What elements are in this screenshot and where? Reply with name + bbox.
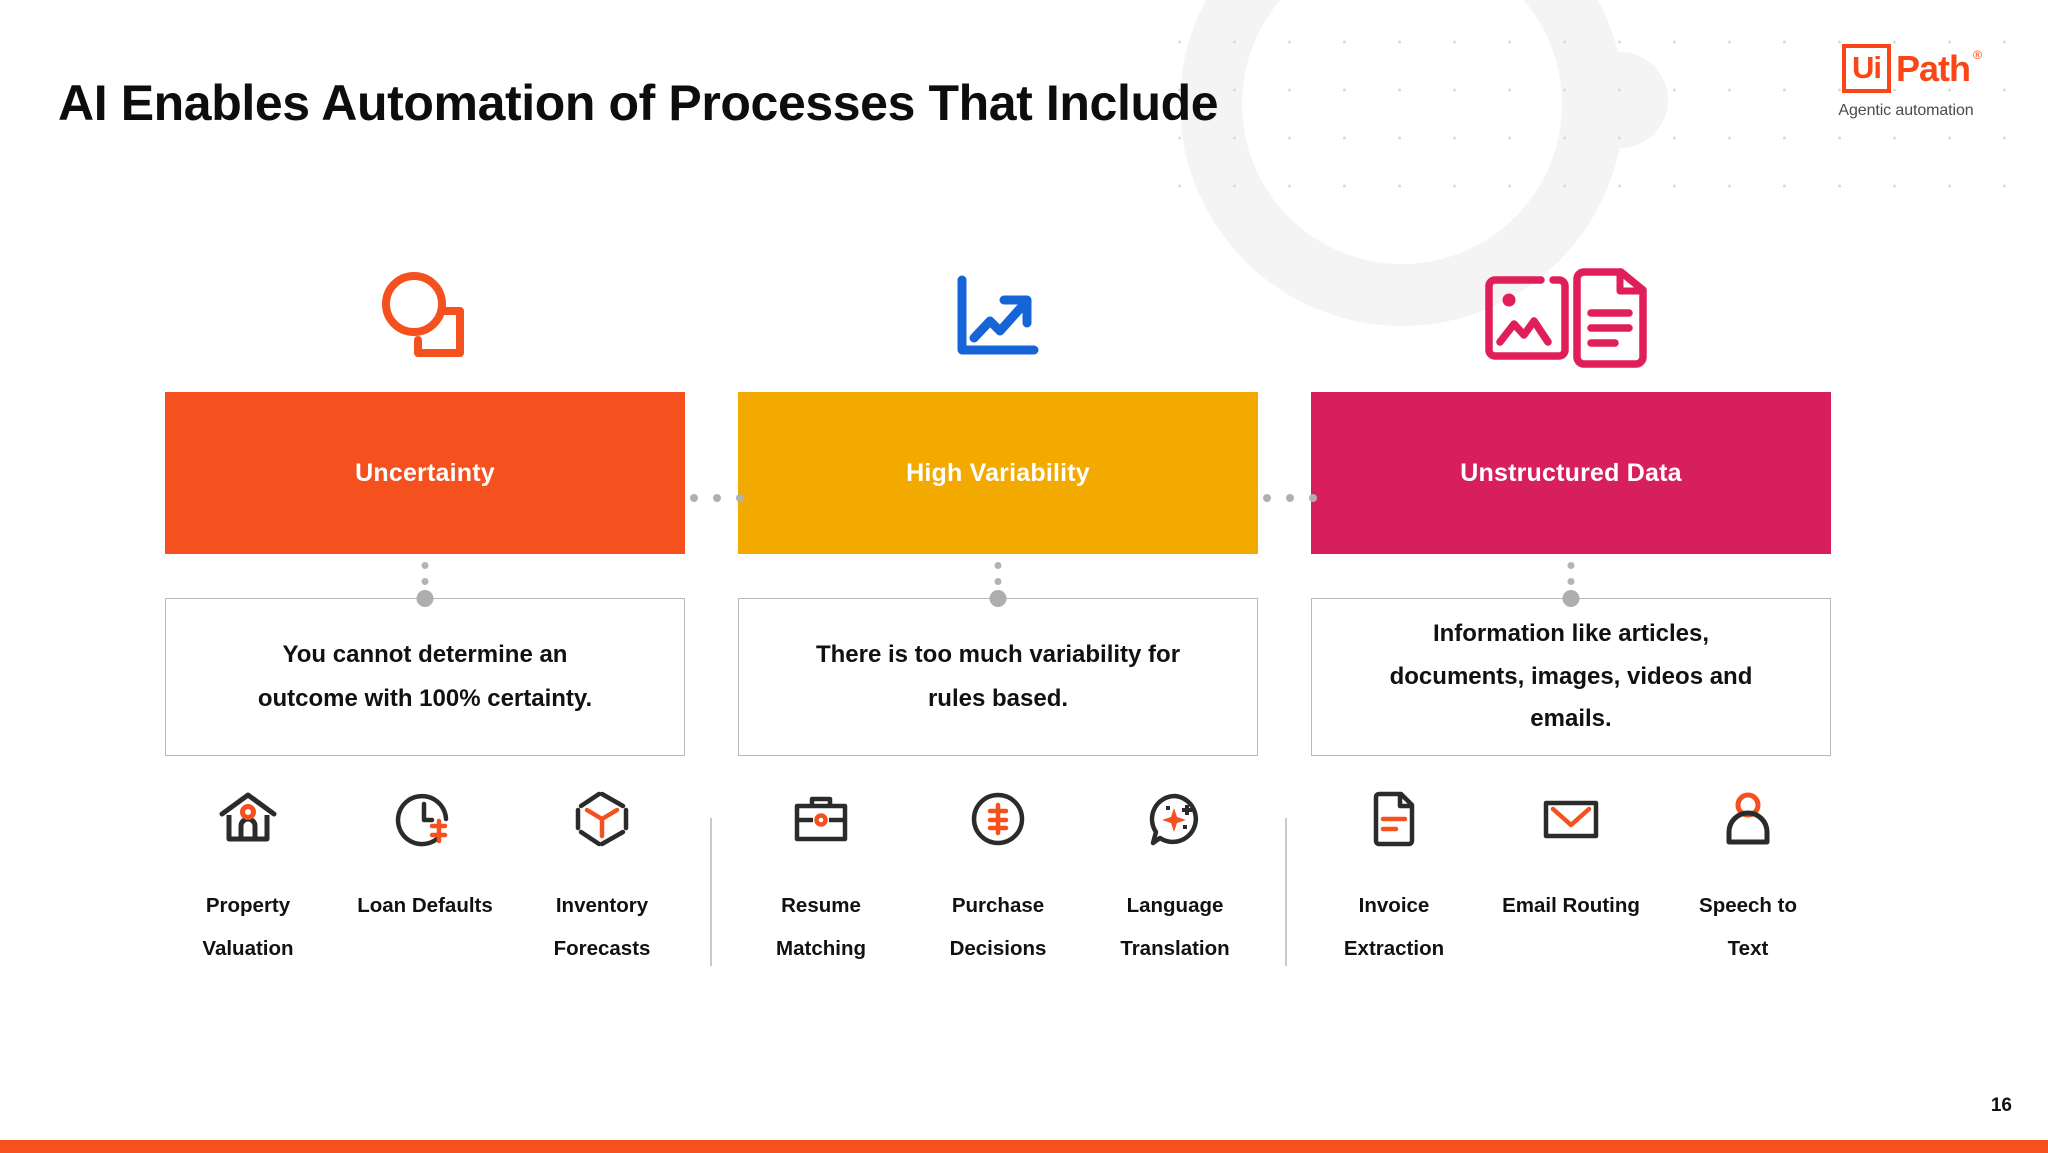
tile-label: Resume Matching	[746, 884, 896, 970]
tile-property-valuation[interactable]: Property Valuation	[173, 780, 323, 970]
connector-dots	[738, 554, 1258, 607]
tile-label-line: Forecasts	[553, 937, 651, 961]
description-box-high-variability: There is too much variability for rules …	[738, 598, 1258, 756]
tiles-uncertainty: Property Valuation Loan Defaults	[165, 780, 685, 970]
banner-uncertainty[interactable]: Uncertainty	[165, 392, 685, 554]
house-icon	[173, 780, 323, 858]
tile-invoice-extraction[interactable]: Invoice Extraction	[1319, 780, 1469, 970]
tile-label: Email Routing	[1496, 884, 1646, 927]
description-line: emails.	[1530, 705, 1612, 733]
tiles-divider-2	[1285, 818, 1287, 966]
tile-label-line: Inventory	[555, 894, 649, 917]
banner-connector-dots-2	[1263, 494, 1317, 502]
registered-trademark-icon: ®	[1973, 47, 1982, 62]
uipath-logo: Ui Path® Agentic automation	[1806, 44, 2006, 120]
tile-label-line: Extraction	[1343, 937, 1445, 961]
clock-dollar-icon	[350, 780, 500, 858]
circle-dollar-icon	[923, 780, 1073, 858]
tile-label-line: Speech to	[1699, 894, 1797, 917]
tile-label: Purchase Decisions	[923, 884, 1073, 970]
tile-label-line: Invoice	[1358, 894, 1430, 917]
tile-language-translation[interactable]: Language Translation	[1100, 780, 1250, 970]
tiles-divider-1	[710, 818, 712, 966]
page-number: 16	[1990, 1095, 2012, 1116]
description-line: Information like articles,	[1432, 619, 1710, 647]
logo-mark-icon: Ui	[1841, 44, 1891, 93]
line-chart-up-icon	[738, 260, 1258, 370]
briefcase-icon	[746, 780, 896, 858]
tile-purchase-decisions[interactable]: Purchase Decisions	[923, 780, 1073, 970]
hexagon-cube-icon	[527, 780, 677, 858]
tile-label: Invoice Extraction	[1319, 884, 1469, 970]
image-document-icon	[1311, 260, 1831, 370]
tiles-high-variability: Resume Matching Purchase Decisions	[738, 780, 1258, 970]
column-high-variability: High Variability There is too much varia…	[738, 260, 1258, 970]
connector-dots	[1311, 554, 1831, 607]
banner-label: Unstructured Data	[1460, 458, 1682, 487]
connector-dots	[165, 554, 685, 607]
description-line: There is too much variability for	[815, 641, 1181, 669]
chat-sparkle-icon	[1100, 780, 1250, 858]
tile-label-line: Valuation	[202, 937, 294, 961]
tile-loan-defaults[interactable]: Loan Defaults	[350, 780, 500, 970]
brand-tagline: Agentic automation	[1838, 102, 1974, 119]
page-title: AI Enables Automation of Processes That …	[58, 74, 1219, 131]
logo-wordmark: Path®	[1895, 47, 1982, 89]
footer-accent-bar	[0, 1140, 2048, 1153]
tile-label: Property Valuation	[173, 884, 323, 970]
tile-label-line: Language	[1126, 894, 1224, 917]
tile-label-line: Resume	[781, 894, 861, 917]
tile-inventory-forecasts[interactable]: Inventory Forecasts	[527, 780, 677, 970]
column-unstructured-data: Unstructured Data Information like artic…	[1311, 260, 1831, 970]
banner-label: High Variability	[906, 458, 1090, 487]
tile-label-line: Email Routing	[1502, 894, 1640, 917]
document-lines-icon	[1319, 780, 1469, 858]
tile-label: Inventory Forecasts	[527, 884, 677, 970]
tile-label-line: Property	[205, 894, 291, 917]
tile-speech-to-text[interactable]: Speech to Text	[1673, 780, 1823, 970]
tile-email-routing[interactable]: Email Routing	[1496, 780, 1646, 970]
description-line: You cannot determine an	[282, 641, 568, 669]
description-line: outcome with 100% certainty.	[257, 685, 593, 712]
logo-word-text: Path	[1895, 47, 1971, 89]
tile-label-line: Text	[1727, 937, 1769, 961]
banner-connector-dots-1	[690, 494, 744, 502]
tile-label-line: Purchase	[951, 894, 1045, 917]
tile-label-line: Matching	[776, 937, 866, 961]
tile-label-line: Translation	[1120, 937, 1230, 961]
tile-label: Speech to Text	[1673, 884, 1823, 970]
tile-label-line: Loan Defaults	[357, 894, 493, 917]
banner-label: Uncertainty	[355, 458, 495, 487]
person-icon	[1673, 780, 1823, 858]
banner-high-variability[interactable]: High Variability	[738, 392, 1258, 554]
tiles-unstructured-data: Invoice Extraction Email Routing	[1311, 780, 1831, 970]
description-line: rules based.	[927, 685, 1069, 712]
envelope-icon	[1496, 780, 1646, 858]
description-box-uncertainty: You cannot determine an outcome with 100…	[165, 598, 685, 756]
description-box-unstructured-data: Information like articles, documents, im…	[1311, 598, 1831, 756]
tile-label: Loan Defaults	[350, 884, 500, 927]
description-line: documents, images, videos and	[1389, 662, 1753, 690]
column-uncertainty: Uncertainty You cannot determine an outc…	[165, 260, 685, 970]
logo-row: Ui Path®	[1806, 44, 2006, 93]
banner-unstructured-data[interactable]: Unstructured Data	[1311, 392, 1831, 554]
tile-resume-matching[interactable]: Resume Matching	[746, 780, 896, 970]
circle-bracket-icon	[165, 260, 685, 370]
tile-label: Language Translation	[1100, 884, 1250, 970]
tile-label-line: Decisions	[949, 937, 1047, 961]
